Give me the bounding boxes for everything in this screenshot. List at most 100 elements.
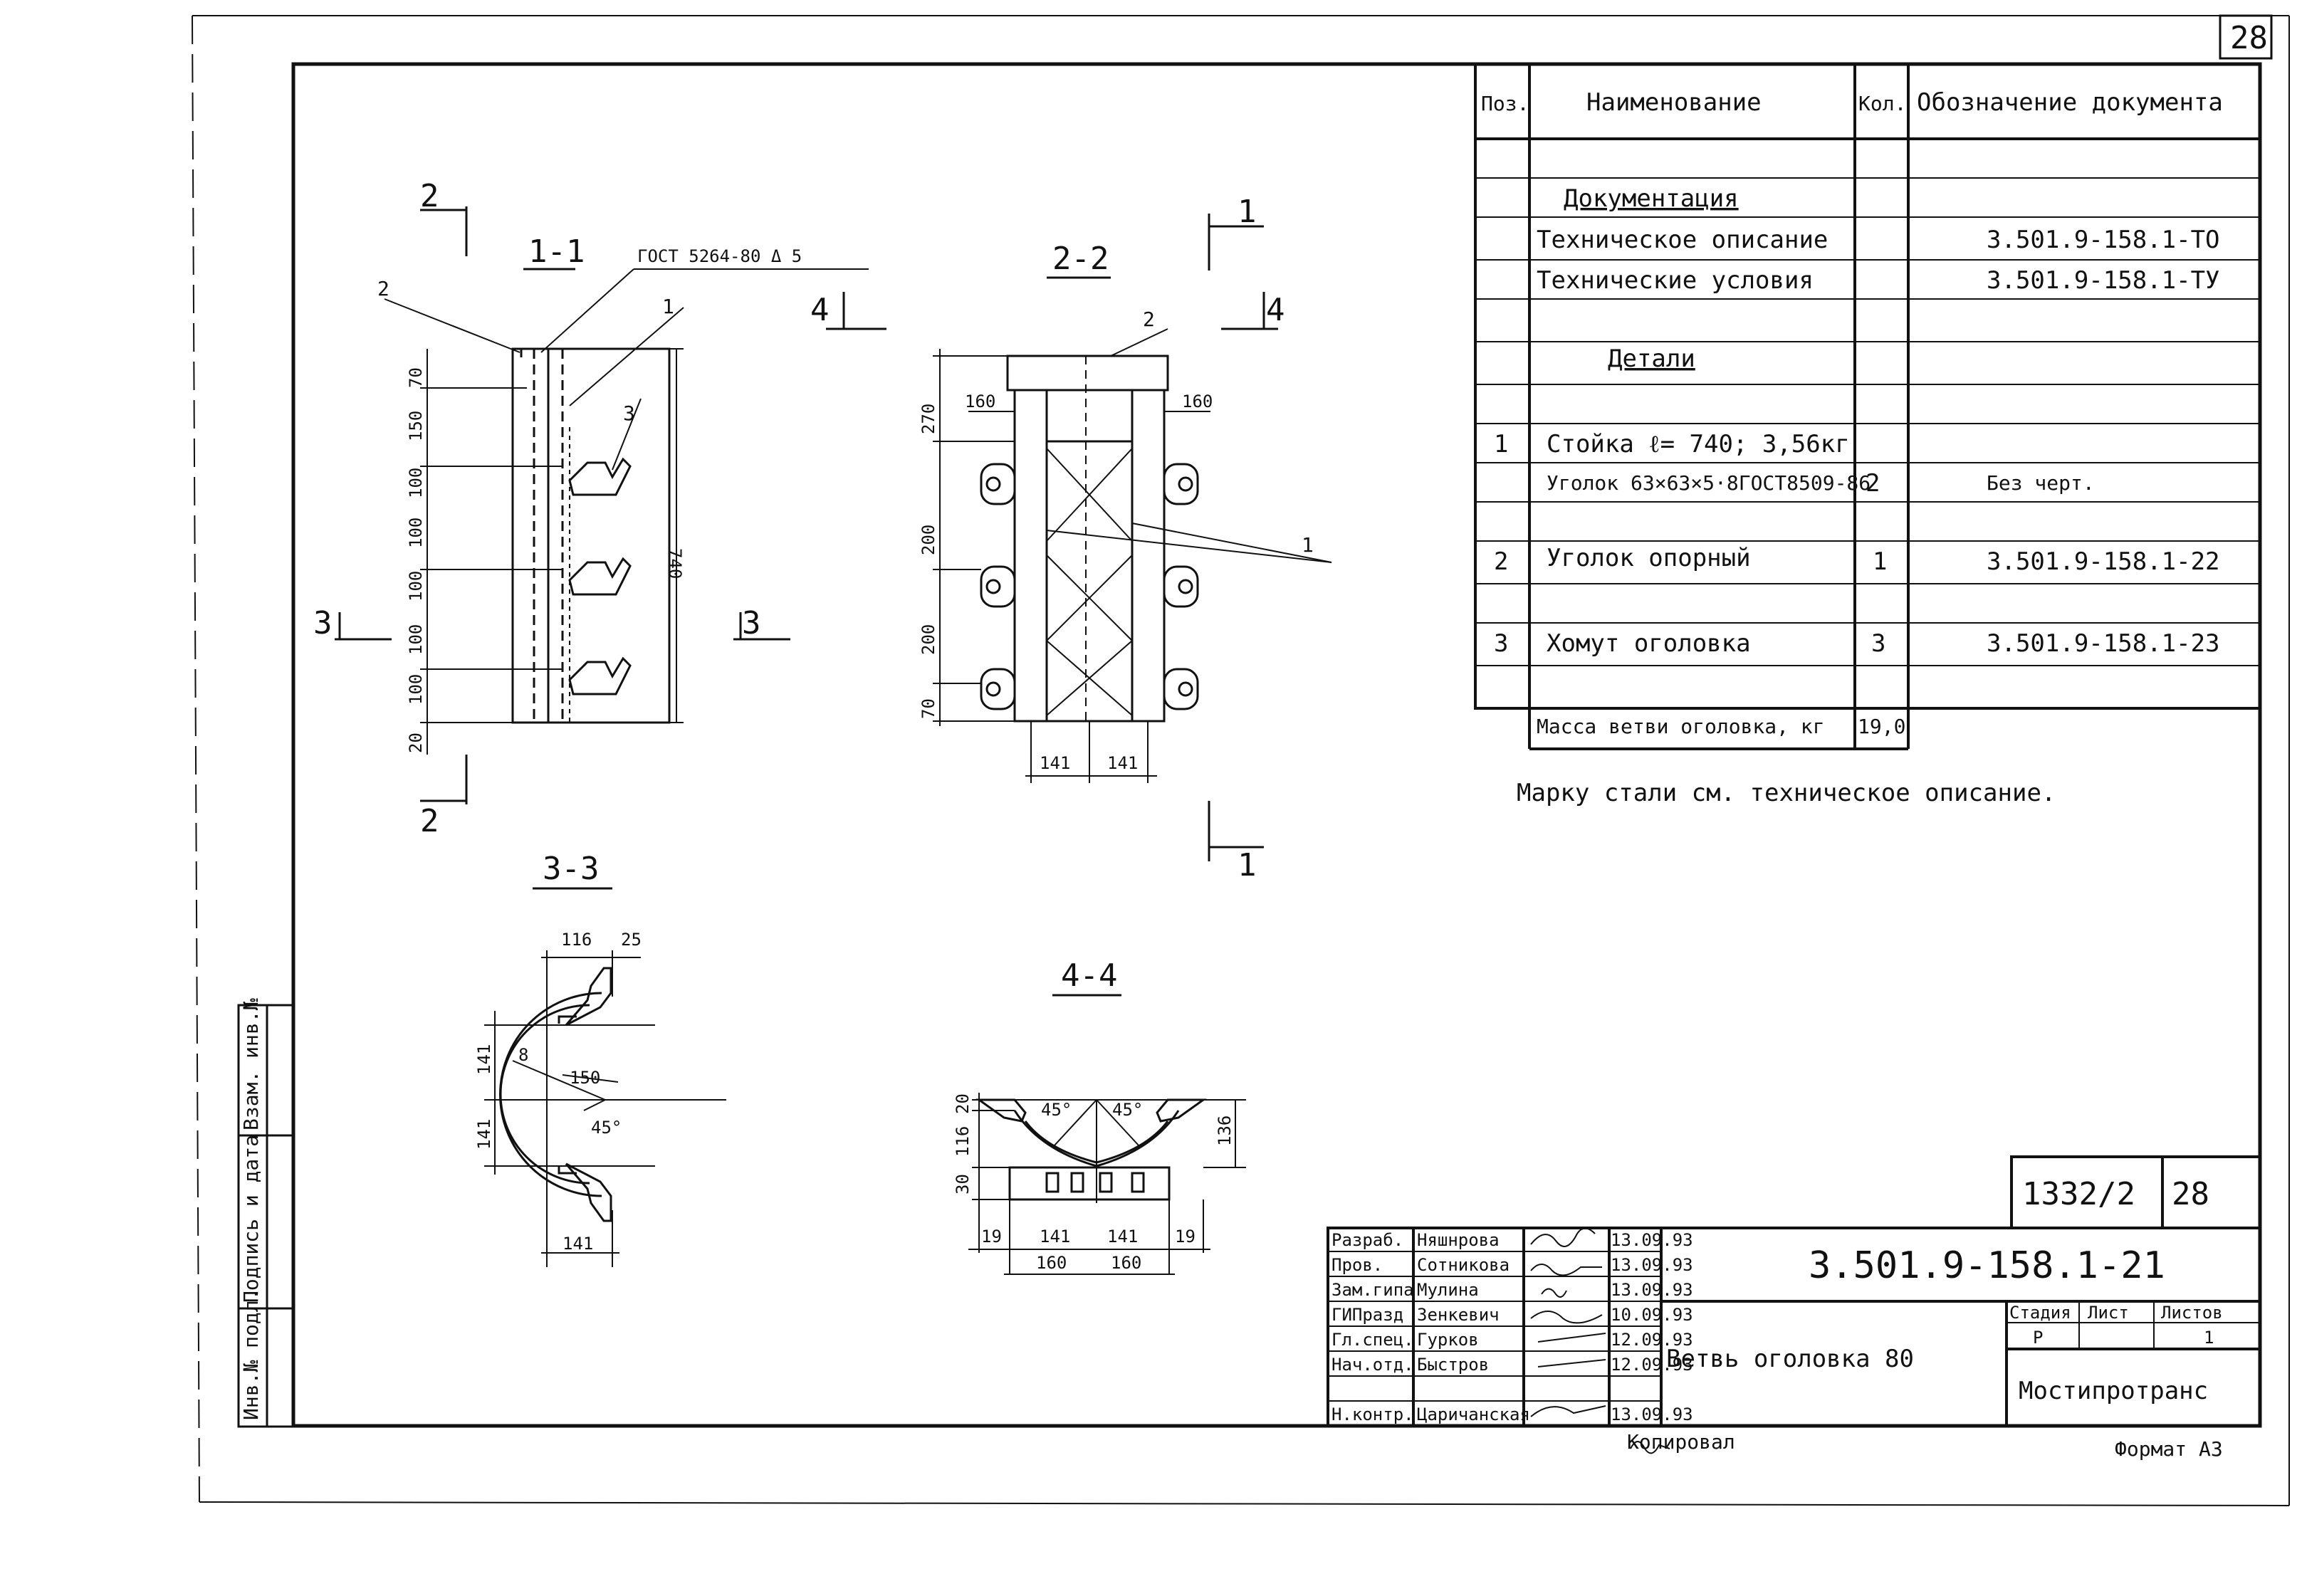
sheet-label: Лист	[2088, 1303, 2129, 1323]
sheet-copy-number: 28	[2172, 1176, 2209, 1212]
dim-label: 160	[965, 392, 995, 411]
cut-mark-3-left: 3	[313, 605, 333, 641]
cut-mark-4-left: 4	[810, 292, 830, 328]
spec-row-doc: 3.501.9-158.1-ТО	[1987, 226, 2220, 254]
signer-role: Разраб.	[1332, 1230, 1403, 1250]
signer-date: 12.09.93	[1611, 1330, 1693, 1350]
cut-mark-1-bottom: 1	[1238, 847, 1257, 883]
inventory-number: 1332/2	[2022, 1176, 2135, 1212]
signer-role: Гл.спец.	[1332, 1330, 1414, 1350]
signer-name: Мулина	[1417, 1280, 1479, 1300]
dim-label: 200	[919, 624, 938, 655]
signer-role: Зам.гипа	[1332, 1280, 1414, 1300]
dim-label: 141	[1107, 753, 1138, 773]
dim-label: 19	[981, 1227, 1002, 1246]
cut-mark-2-bottom: 2	[420, 803, 439, 839]
dim-label: 141	[1040, 753, 1070, 773]
cut-marks-2-2	[420, 206, 468, 804]
dim-label: 25	[621, 930, 642, 950]
organization: Мостипротранс	[2019, 1377, 2208, 1405]
drawing-title: Ветвь оголовка 80	[1666, 1345, 1914, 1373]
spec-row-pos: 3	[1494, 629, 1508, 658]
dim-label: 141	[1040, 1227, 1070, 1246]
steel-note: Марку стали см. техническое описание.	[1517, 779, 2056, 807]
spec-header-doc: Обозначение документа	[1917, 88, 2223, 117]
leader-label: 1	[662, 295, 674, 318]
spec-row-name: Уголок опорный	[1547, 544, 1751, 572]
stage-value: Р	[2033, 1328, 2043, 1348]
leader-label: 2	[377, 277, 389, 300]
dim-label: 45°	[1041, 1100, 1072, 1120]
dim-label: 270	[919, 404, 938, 434]
spec-row-doc: 3.501.9-158.1-23	[1987, 629, 2220, 658]
side-label-signature: Подпись и дата	[239, 1135, 263, 1303]
dim-label: 141	[563, 1234, 593, 1254]
dim-label: 116	[953, 1126, 973, 1157]
sheet-number-box: 28	[2219, 14, 2273, 60]
cut-mark-1-top: 1	[1238, 194, 1257, 230]
spec-row-doc: 3.501.9-158.1-22	[1987, 547, 2220, 576]
side-label-replacement: Взам. инв.№	[239, 998, 263, 1130]
signer-name: Гурков	[1417, 1330, 1479, 1350]
signer-date: 10.09.93	[1611, 1305, 1693, 1325]
dim-label: 141	[1107, 1227, 1138, 1246]
spec-header-pos: Поз.	[1481, 92, 1529, 115]
dim-label: 100	[406, 624, 426, 655]
spec-table: Поз. Наименование Кол. Обозначение докум…	[1474, 63, 2261, 750]
dim-label: 136	[1215, 1115, 1235, 1146]
spec-row-doc: 3.501.9-158.1-ТУ	[1987, 266, 2220, 295]
signer-role: Нач.отд.	[1332, 1355, 1414, 1375]
dim-label: 160	[1036, 1253, 1067, 1273]
cut-marks-3-3	[335, 612, 790, 641]
dim-label: 200	[919, 525, 938, 555]
signer-role: Н.контр.	[1332, 1405, 1414, 1424]
dim-label: 740	[665, 548, 685, 579]
dim-label: 150	[406, 411, 426, 441]
section-3-3: 3-3 116 25 141 141 141 8	[474, 851, 726, 1267]
title-block: 1332/2 28 3.501.9-158.1-21 Ветвь оголовк…	[1327, 1155, 2261, 1454]
spec-row-name: Уголок 63×63×5·8ГОСТ8509-86	[1547, 471, 1871, 495]
signer-date: 13.09.93	[1611, 1280, 1693, 1300]
section-4-4: 4-4	[953, 957, 1246, 1275]
spec-header-name: Наименование	[1586, 88, 1762, 117]
spec-row-name: Технические условия	[1537, 266, 1814, 295]
cut-mark-4-right: 4	[1266, 292, 1285, 328]
copied-by-label: Копировал	[1627, 1430, 1735, 1454]
spec-row-qty: 3	[1871, 629, 1885, 658]
dim-label: 45°	[591, 1118, 622, 1138]
dim-label: 30	[953, 1174, 973, 1195]
dim-label: 150	[570, 1068, 600, 1088]
cut-marks-1-1	[1208, 214, 1264, 861]
side-label-inventory: Инв.№ подл.	[239, 1288, 263, 1420]
cut-marks-4-4	[826, 292, 1278, 330]
dim-label: 141	[474, 1044, 494, 1075]
signer-date: 12.09.93	[1611, 1355, 1693, 1375]
cut-mark-3-right: 3	[742, 605, 761, 641]
leader-label: 3	[623, 401, 635, 425]
dim-label: 20	[953, 1093, 973, 1114]
signer-name: Быстров	[1417, 1355, 1489, 1375]
dim-label: 100	[406, 571, 426, 602]
dim-label: 70	[919, 698, 938, 719]
sheets-label: Листов	[2161, 1303, 2223, 1323]
section-title-3-3: 3-3	[543, 851, 599, 887]
spec-row-pos: 1	[1494, 430, 1508, 458]
cut-mark-2-top: 2	[420, 178, 439, 214]
spec-row-name: Хомут оголовка	[1547, 629, 1751, 658]
leader-label: 2	[1143, 308, 1155, 331]
document-code: 3.501.9-158.1-21	[1809, 1244, 2165, 1287]
spec-section-documentation: Документация	[1564, 184, 1739, 213]
spec-row-doc: Без черт.	[1987, 471, 2095, 495]
dim-label: 100	[406, 468, 426, 498]
section-title-2-2: 2-2	[1052, 241, 1109, 277]
section-title-1-1: 1-1	[528, 233, 585, 270]
sheet-number: 28	[2230, 20, 2268, 56]
dim-label: 100	[406, 518, 426, 548]
spec-section-details: Детали	[1608, 345, 1695, 373]
spec-row-name: Стойка ℓ= 740; 3,56кг	[1547, 430, 1850, 458]
spec-mass-value: 19,0	[1858, 715, 1905, 738]
signer-date: 13.09.93	[1611, 1230, 1693, 1250]
signer-date: 13.09.93	[1611, 1255, 1693, 1275]
sheets-value: 1	[2204, 1328, 2214, 1348]
side-stamp	[237, 1004, 295, 1428]
